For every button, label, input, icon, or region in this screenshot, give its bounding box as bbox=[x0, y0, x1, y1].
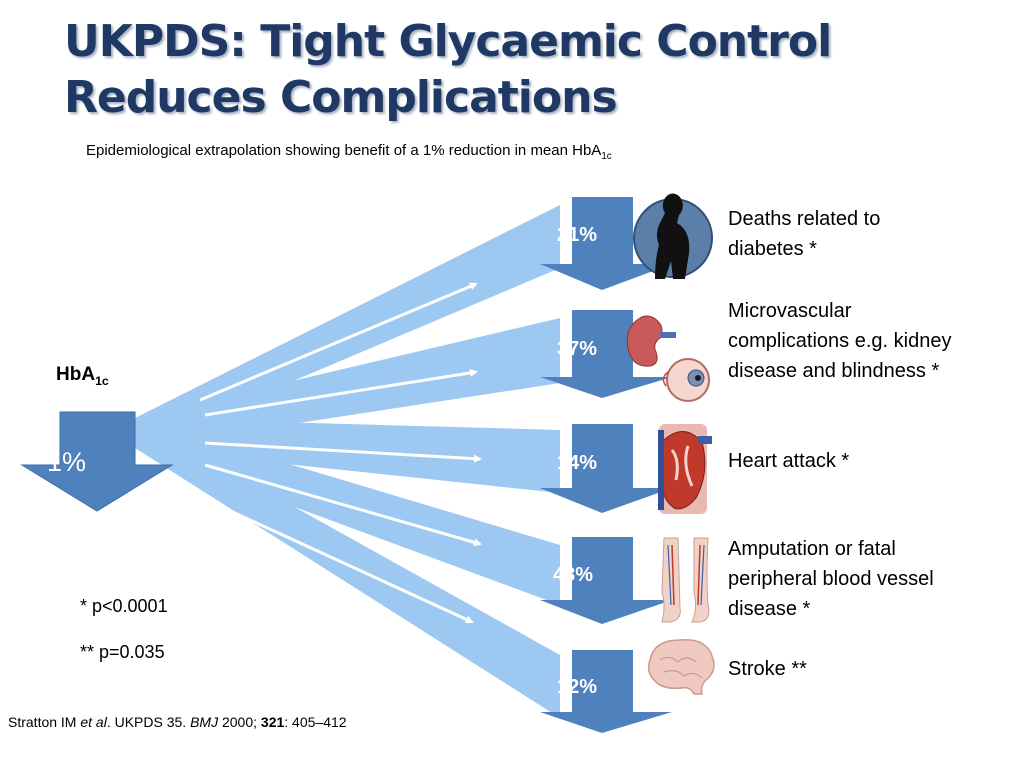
outcome-arrow-stroke: 12% bbox=[540, 650, 672, 733]
outcome-label-heart-attack: Heart attack * bbox=[728, 450, 850, 472]
citation-volume: 321 bbox=[260, 714, 285, 730]
percent-stroke: 12% bbox=[557, 676, 597, 698]
brain-icon bbox=[647, 639, 715, 695]
legs-icon bbox=[661, 537, 710, 623]
percent-microvascular: 37% bbox=[557, 338, 597, 360]
slide-title: UKPDS: Tight Glycaemic Control Reduces C… bbox=[64, 16, 832, 123]
outcome-arrows: 21% 37% 14% 43% 12% bbox=[540, 197, 672, 733]
citation-year: 2000; bbox=[218, 714, 261, 730]
beam-to-microvascular bbox=[135, 318, 560, 448]
source-percent: 1% bbox=[47, 447, 86, 477]
heart-icon bbox=[658, 424, 712, 514]
percent-deaths: 21% bbox=[557, 224, 597, 246]
beam-group bbox=[135, 205, 560, 718]
beam-to-amputation bbox=[135, 418, 560, 605]
citation-etal: et al bbox=[80, 714, 107, 730]
citation: Stratton IM et al. UKPDS 35. BMJ 2000; 3… bbox=[8, 714, 347, 730]
beam-to-deaths bbox=[135, 205, 560, 448]
source-label-text: HbA bbox=[56, 364, 96, 385]
outcome-label-microvascular: Microvascular complications e.g. kidney … bbox=[728, 300, 952, 382]
highlight-arrows bbox=[199, 282, 482, 624]
highlight-arrow-3 bbox=[204, 441, 482, 463]
outcome-arrow-heart-attack: 14% bbox=[540, 424, 672, 513]
outcome-arrow-microvascular: 37% bbox=[540, 310, 672, 398]
highlight-arrow-5 bbox=[199, 495, 474, 624]
note-significance-2: ** p=0.035 bbox=[80, 642, 165, 662]
percent-heart-attack: 14% bbox=[557, 452, 597, 474]
highlight-arrow-4 bbox=[204, 463, 482, 547]
outcome-arrow-amputation: 43% bbox=[540, 537, 672, 624]
outcome-arrow-deaths: 21% bbox=[540, 197, 672, 290]
subtitle-text: Epidemiological extrapolation showing be… bbox=[86, 142, 602, 159]
slide-subtitle: Epidemiological extrapolation showing be… bbox=[86, 142, 612, 162]
citation-journal: BMJ bbox=[190, 714, 219, 730]
outcome-label-stroke: Stroke ** bbox=[728, 658, 807, 680]
outcome-label-deaths: Deaths related to diabetes * bbox=[728, 208, 881, 260]
beam-to-stroke bbox=[135, 418, 560, 718]
beam-to-heart-attack bbox=[135, 418, 560, 493]
subtitle-subscript: 1c bbox=[601, 151, 612, 162]
source-label-subscript: 1c bbox=[95, 373, 109, 388]
kidney-and-eye-icon bbox=[626, 315, 710, 402]
highlight-arrow-1 bbox=[199, 282, 478, 402]
source-label: HbA1c bbox=[56, 364, 109, 388]
citation-authors: Stratton IM bbox=[8, 714, 81, 730]
note-significance-1: * p<0.0001 bbox=[80, 596, 168, 616]
citation-study: . UKPDS 35. bbox=[106, 714, 191, 730]
silhouette-person-icon bbox=[633, 193, 713, 279]
highlight-arrow-2 bbox=[204, 368, 478, 417]
source-arrow: 1% bbox=[20, 411, 174, 512]
outcome-label-amputation: Amputation or fatal peripheral blood ves… bbox=[728, 538, 934, 620]
citation-pages: : 405–412 bbox=[284, 714, 347, 730]
percent-amputation: 43% bbox=[553, 564, 593, 586]
